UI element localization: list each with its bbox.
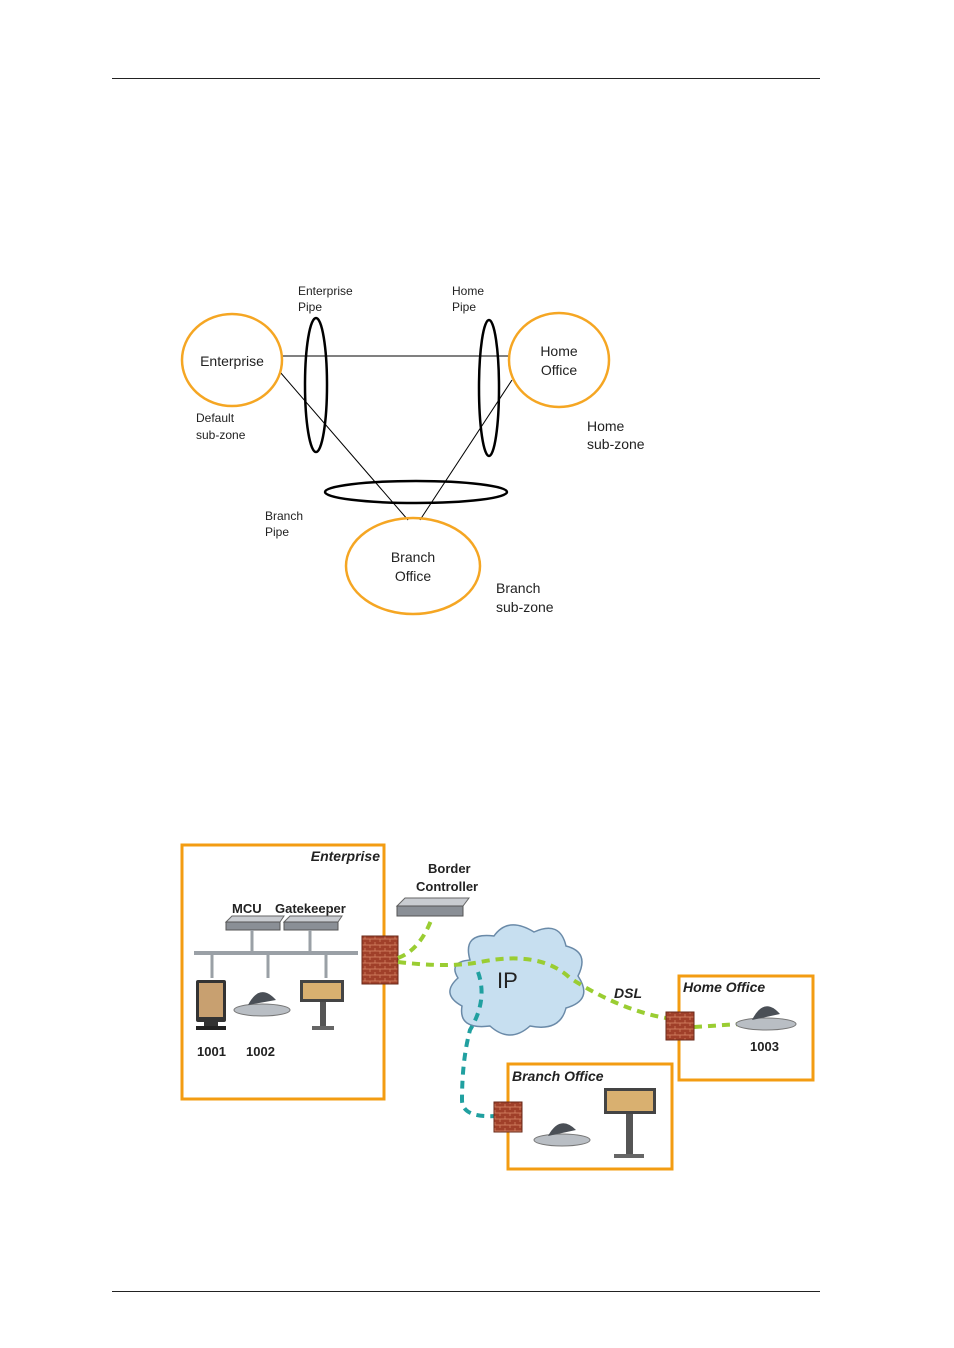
ip-label: IP bbox=[497, 968, 518, 993]
branch-pipe-ring bbox=[325, 481, 507, 503]
branch-office-label-2: Office bbox=[395, 568, 432, 584]
enterprise-box bbox=[182, 845, 384, 1099]
mcu-label: MCU bbox=[232, 901, 262, 916]
home-office-zone-circle bbox=[509, 313, 609, 407]
enterprise-firewall-icon bbox=[362, 936, 398, 984]
home-subzone-label-2: sub-zone bbox=[587, 436, 645, 452]
default-subzone-label-2: sub-zone bbox=[196, 428, 246, 442]
branch-office-box bbox=[508, 1064, 672, 1169]
border-controller-label-2: Controller bbox=[416, 879, 478, 894]
branch-subzone-label-1: Branch bbox=[496, 580, 540, 596]
mcu-device-icon bbox=[226, 916, 284, 930]
dsl-label: DSL bbox=[614, 985, 642, 1001]
branch-office-label-1: Branch bbox=[391, 549, 435, 565]
link-firewall-border-controller bbox=[398, 918, 432, 958]
desktop-video-terminal-icon bbox=[196, 980, 226, 1030]
home-firewall-icon bbox=[666, 1012, 694, 1040]
endpoint-1001-label: 1001 bbox=[197, 1044, 226, 1059]
endpoint-1003-label: 1003 bbox=[750, 1039, 779, 1054]
enterprise-pipe-label-2: Pipe bbox=[298, 300, 322, 314]
home-pipe-ring bbox=[479, 320, 499, 456]
lan-bus bbox=[194, 951, 358, 955]
home-pipe-label-2: Pipe bbox=[452, 300, 476, 314]
home-office-box bbox=[679, 976, 813, 1080]
subzone-pipe-diagram: Enterprise Home Office Branch Office Ent… bbox=[0, 0, 954, 700]
branch-pipe-label-1: Branch bbox=[265, 509, 303, 523]
branch-office-zone-circle bbox=[346, 518, 480, 614]
ip-cloud bbox=[450, 925, 584, 1035]
branch-firewall-icon bbox=[494, 1102, 522, 1132]
enterprise-title: Enterprise bbox=[311, 848, 380, 864]
home-office-title: Home Office bbox=[683, 979, 765, 995]
enterprise-zone-label: Enterprise bbox=[200, 353, 264, 369]
endpoint-1002-label: 1002 bbox=[246, 1044, 275, 1059]
video-system-stand-icon bbox=[300, 980, 344, 1030]
branch-conference-phone-icon bbox=[534, 1123, 590, 1146]
branch-subzone-label-2: sub-zone bbox=[496, 599, 554, 615]
border-controller-label-1: Border bbox=[428, 861, 471, 876]
conference-phone-icon bbox=[234, 992, 290, 1016]
branch-office-title: Branch Office bbox=[512, 1068, 604, 1084]
home-subzone-label-1: Home bbox=[587, 418, 625, 434]
border-controller-device-icon bbox=[397, 898, 469, 916]
branch-video-system-stand-icon bbox=[604, 1088, 656, 1158]
home-pipe-label-1: Home bbox=[452, 284, 484, 298]
home-conference-phone-icon bbox=[736, 1006, 796, 1030]
home-office-label-2: Office bbox=[541, 362, 578, 378]
footer-rule bbox=[112, 1291, 820, 1292]
gatekeeper-device-icon bbox=[284, 916, 342, 930]
gatekeeper-label: Gatekeeper bbox=[275, 901, 346, 916]
link-cloud-branch bbox=[462, 972, 496, 1116]
link-home-firewall-endpoint bbox=[694, 1024, 740, 1027]
enterprise-pipe-ring bbox=[305, 318, 327, 452]
enterprise-pipe-label-1: Enterprise bbox=[298, 284, 353, 298]
home-office-label-1: Home bbox=[540, 343, 578, 359]
link-firewall-cloud-dsl bbox=[398, 958, 666, 1018]
default-subzone-label-1: Default bbox=[196, 411, 235, 425]
branch-pipe-label-2: Pipe bbox=[265, 525, 289, 539]
